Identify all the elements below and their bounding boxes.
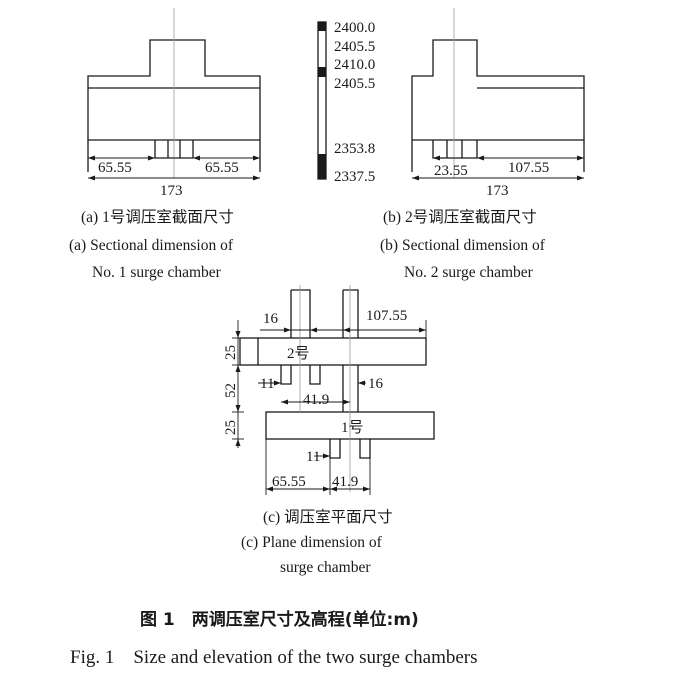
panel-b-section-drawing: 23.55 107.55 173 bbox=[411, 8, 585, 199]
elevation-mark-middle bbox=[318, 67, 326, 77]
elevation-2353-8: 2353.8 bbox=[334, 141, 375, 157]
panel-c-plan-drawing: 16 107.55 25 52 25 2号 1号 11 16 41.9 11 bbox=[223, 285, 435, 495]
panel-c-caption-en-2: surge chamber bbox=[280, 559, 371, 576]
chamber-2-shaft-left bbox=[280, 365, 292, 385]
tunnel-left-top bbox=[291, 289, 311, 338]
panel-a-section-drawing: 65.55 65.55 173 bbox=[87, 8, 261, 199]
panel-c-dim-top-left: 16 bbox=[263, 311, 279, 327]
panel-b-total-width: 173 bbox=[486, 183, 509, 199]
panel-c-dim-16-right: 16 bbox=[368, 376, 384, 392]
elevation-2410-0: 2410.0 bbox=[334, 57, 375, 73]
panel-b-caption-en-1: (b) Sectional dimension of bbox=[380, 237, 546, 254]
elevation-mark-bottom bbox=[318, 154, 326, 179]
panel-b-shaft-box bbox=[432, 140, 478, 159]
elevation-2405-5-a: 2405.5 bbox=[334, 39, 375, 55]
panel-c-dim-65-55: 65.55 bbox=[272, 474, 306, 490]
panel-b-caption-en-2: No. 2 surge chamber bbox=[404, 264, 534, 281]
panel-c-dim-left-25-top: 25 bbox=[223, 345, 239, 360]
panel-c-dim-41-9-lower: 41.9 bbox=[332, 474, 358, 490]
panel-a-caption-en-2: No. 1 surge chamber bbox=[92, 264, 222, 281]
chamber-2-label: 2号 bbox=[287, 346, 310, 362]
elevation-mark-top bbox=[318, 22, 326, 31]
panel-c-dim-top-right: 107.55 bbox=[366, 308, 407, 324]
panel-a-caption-en-1: (a) Sectional dimension of bbox=[69, 237, 234, 254]
chamber-1-label: 1号 bbox=[341, 420, 364, 436]
figure-title-en: Fig. 1 Size and elevation of the two sur… bbox=[70, 647, 478, 668]
panel-a-total-width: 173 bbox=[160, 183, 183, 199]
panel-b-caption-cn: (b) 2号调压室截面尺寸 bbox=[383, 208, 537, 226]
panel-c-caption-en-1: (c) Plane dimension of bbox=[241, 534, 383, 551]
panel-c-dim-11-lower: 11 bbox=[306, 449, 320, 465]
panel-c-dim-41-9-upper: 41.9 bbox=[303, 392, 329, 408]
chamber-1-shaft-left bbox=[329, 439, 341, 459]
elevation-2400-0: 2400.0 bbox=[334, 20, 375, 36]
panel-c-dim-11-upper: 11 bbox=[260, 376, 274, 392]
panel-a-left-width: 65.55 bbox=[98, 160, 132, 176]
panel-a-caption-cn: (a) 1号调压室截面尺寸 bbox=[81, 208, 234, 226]
tunnel-right-top bbox=[343, 289, 359, 338]
elevation-2405-5-b: 2405.5 bbox=[334, 76, 375, 92]
elevation-scale: 2400.0 2405.5 2410.0 2405.5 2353.8 2337.… bbox=[317, 20, 375, 185]
chamber-2-shaft-right bbox=[309, 365, 321, 385]
elevation-2337-5: 2337.5 bbox=[334, 169, 375, 185]
panel-c-dim-left-25-bottom: 25 bbox=[223, 420, 239, 435]
panel-b-outline bbox=[411, 39, 585, 141]
panel-a-right-width: 65.55 bbox=[205, 160, 239, 176]
figure-title-cn: 图 1 两调压室尺寸及高程(单位:m) bbox=[140, 609, 419, 630]
panel-c-caption-cn: (c) 调压室平面尺寸 bbox=[263, 508, 393, 526]
panel-b-left-width: 23.55 bbox=[434, 163, 468, 179]
chamber-1-shaft-right bbox=[359, 439, 371, 459]
panel-c-dim-left-52: 52 bbox=[223, 383, 239, 398]
chamber-2-body bbox=[239, 337, 427, 366]
panel-b-right-width: 107.55 bbox=[508, 160, 549, 176]
